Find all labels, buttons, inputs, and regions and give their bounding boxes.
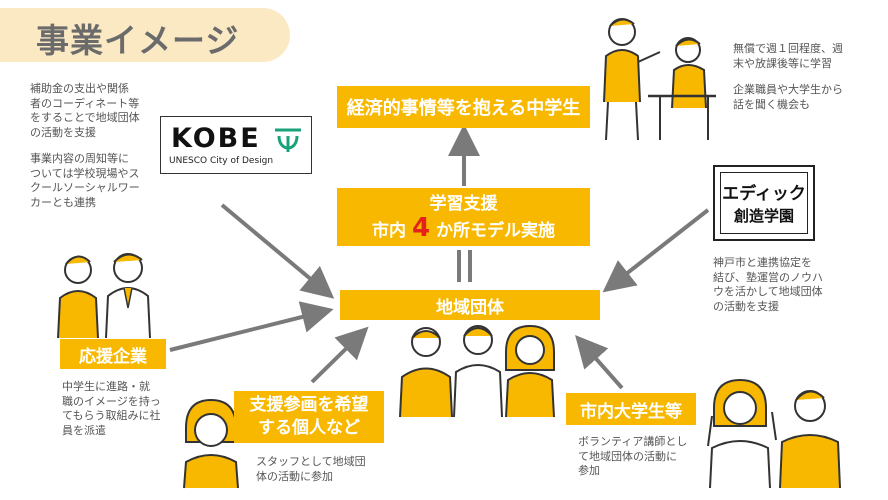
kobe-logo-main: KOBE [171, 123, 261, 154]
individual-box: 支援参画を希望 する個人など [234, 391, 384, 443]
edic-logo-line2: 創造学園 [733, 207, 794, 225]
community-group-label: 地域団体 [436, 297, 504, 318]
community-members-icon [399, 324, 555, 418]
university-students-icon [707, 378, 841, 489]
support-number: 4 [411, 212, 431, 243]
city-support-note: 補助金の支出や関係者のコーディネート等をすることで地域団体の活動を支援 事業内容… [30, 82, 140, 209]
support-prefix: 市内 [371, 220, 406, 241]
title-banner [0, 8, 290, 62]
kobe-mark-icon [275, 128, 301, 152]
edic-support-note: 神戸市と連携協定を結び、塾運営のノウハウを活かして地域団体の活動を支援 [713, 256, 823, 313]
kobe-logo-sub: UNESCO City of Design [169, 156, 274, 166]
individual-label-line1: 支援参画を希望 [249, 395, 369, 415]
support-suffix: か所モデル実施 [436, 220, 556, 241]
learning-support-title: 学習支援 [429, 193, 498, 214]
university-students-label: 市内大学生等 [580, 401, 682, 422]
target-students-box: 経済的事情等を抱える中学生 [337, 86, 590, 128]
teaching-scene-icon [603, 18, 716, 141]
business-people-icon [57, 253, 151, 339]
target-students-label: 経済的事情等を抱える中学生 [346, 98, 581, 119]
equals-sign [455, 250, 475, 284]
arrow-kobe [220, 203, 335, 299]
arrow-university [575, 335, 624, 390]
support-company-note: 中学生に進路・就職のイメージを持ってもらう取組みに社員を派遣 [62, 380, 161, 437]
support-company-box: 応援企業 [60, 339, 166, 369]
arrow-company [169, 301, 334, 352]
community-group-box: 地域団体 [340, 290, 600, 320]
university-students-note: ボランティア講師として地域団体の活動に参加 [578, 435, 688, 477]
individual-person-icon [183, 398, 239, 489]
support-company-label: 応援企業 [79, 346, 147, 367]
learning-frequency-note: 無償で週１回程度、週末や放課後等に学習 企業職員や大学生から話を聞く機会も [733, 42, 843, 111]
individual-note: スタッフとして地域団体の活動に参加 [256, 455, 366, 483]
kobe-logo: KOBE UNESCO City of Design [160, 116, 312, 174]
individual-label-line2: する個人など [258, 418, 360, 438]
edic-logo-line1: エディック [722, 184, 806, 204]
arrow-individual [310, 326, 369, 384]
page-title: 事業イメージ [36, 21, 240, 60]
university-students-box: 市内大学生等 [566, 393, 696, 425]
edic-logo: エディック 創造学園 [713, 165, 815, 241]
arrow-edic [602, 208, 710, 293]
